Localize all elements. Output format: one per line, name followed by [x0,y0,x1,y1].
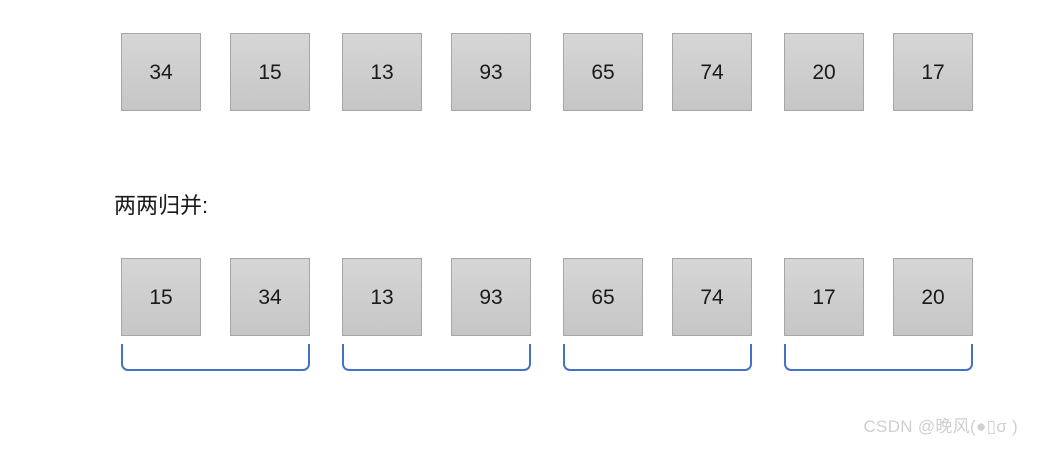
merge-bracket [784,344,973,371]
array-cell: 65 [563,33,643,111]
step-caption: 两两归并: [114,193,209,218]
merge-bracket-row [121,344,973,371]
array-cell: 93 [451,33,531,111]
csdn-watermark: CSDN @晚风(●▯σ ) [863,417,1018,436]
array-cell: 65 [563,258,643,336]
array-cell: 17 [784,258,864,336]
array-cell: 13 [342,258,422,336]
array-cell: 17 [893,33,973,111]
array-pair-group: 65 74 [563,258,752,336]
array-cell: 15 [230,33,310,111]
array-pair-group: 17 20 [784,258,973,336]
array-cell: 20 [784,33,864,111]
array-row-initial: 34 15 13 93 65 74 20 17 [121,33,973,111]
array-cell: 15 [121,258,201,336]
array-cell: 13 [342,33,422,111]
merge-bracket [342,344,531,371]
merge-bracket [121,344,310,371]
array-pair-group: 13 93 [342,33,531,111]
array-pair-group: 15 34 [121,258,310,336]
merge-bracket [563,344,752,371]
array-pair-group: 34 15 [121,33,310,111]
array-cell: 93 [451,258,531,336]
array-cell: 34 [230,258,310,336]
array-cell: 20 [893,258,973,336]
array-pair-group: 13 93 [342,258,531,336]
array-cell: 74 [672,33,752,111]
array-pair-group: 20 17 [784,33,973,111]
array-cell: 34 [121,33,201,111]
array-cell: 74 [672,258,752,336]
array-pair-group: 65 74 [563,33,752,111]
array-row-merged: 15 34 13 93 65 74 17 20 [121,258,973,336]
